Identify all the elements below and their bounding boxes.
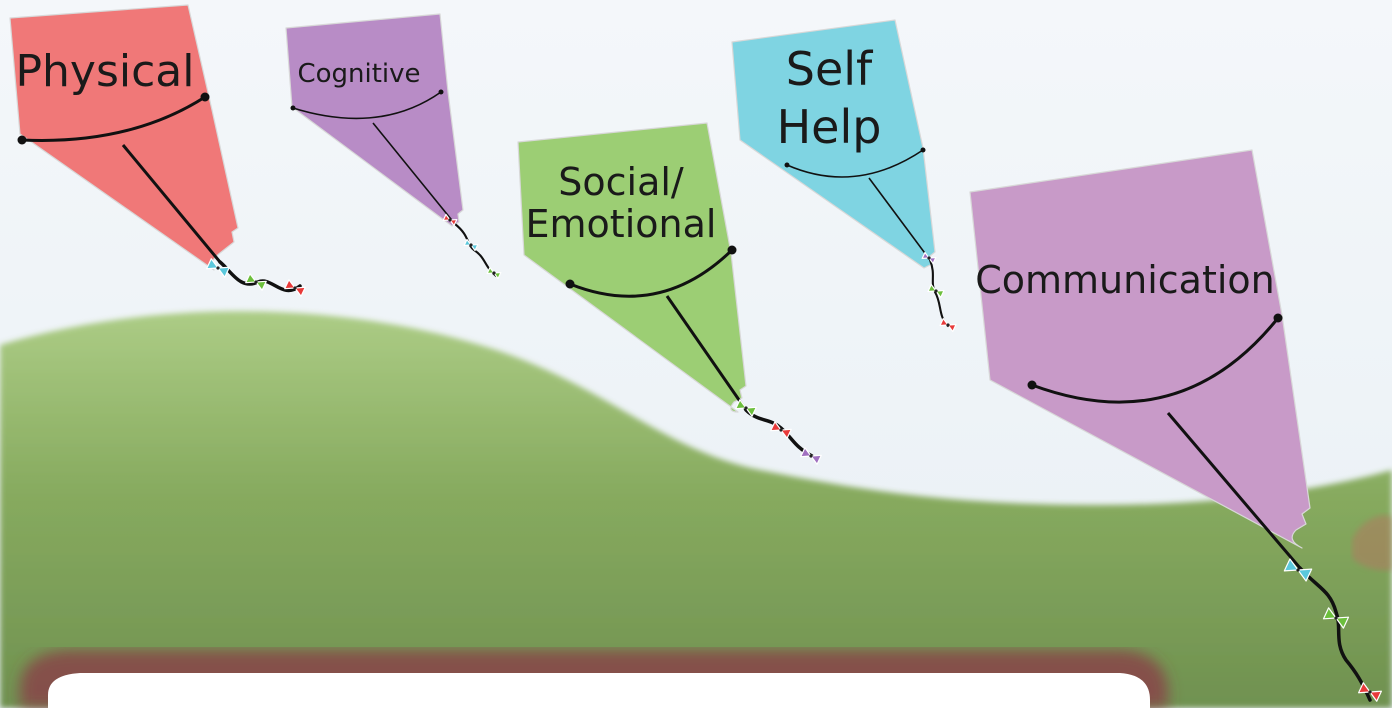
kite-cognitive-tail-bow (463, 238, 479, 252)
kite-social-emotional: Social/Emotional (517, 122, 822, 465)
kite-physical-bridle (20, 95, 207, 142)
kite-cognitive-body (285, 13, 464, 227)
kite-self-help-tail-bow (939, 317, 957, 333)
kite-physical-bridle-dot-left (17, 135, 27, 145)
kite-physical-label-line: Physical (16, 46, 195, 97)
kite-physical-bridle-dot-right (200, 92, 210, 102)
kite-self-help-string (868, 177, 931, 261)
kite-social-emotional-tail (744, 408, 814, 458)
kite-cognitive-bridle-dot-right (438, 89, 444, 95)
kite-communication-tail-bow (1322, 607, 1350, 629)
kite-communication-body (969, 149, 1311, 549)
kite-self-help-body (731, 19, 936, 269)
kite-physical-tail-bow (206, 258, 230, 278)
kite-cognitive-bridle (292, 91, 442, 120)
pointing-hand (1352, 515, 1392, 571)
kite-self-help-bridle (786, 149, 924, 178)
kite-communication-bridle (1030, 316, 1280, 404)
kite-social-emotional-tail-bow (800, 447, 822, 465)
kite-cognitive: Cognitive (285, 13, 502, 280)
kite-physical-tail-bow (245, 273, 267, 291)
kite-communication-string (1166, 412, 1302, 569)
kite-cognitive-tail-bow (486, 266, 502, 280)
kite-self-help-tail-bow (921, 251, 937, 265)
kite-social-emotional-bridle-dot-right (727, 245, 737, 255)
kite-social-emotional-label-line: Emotional (526, 202, 717, 246)
kite-self-help-bridle-dot-right (920, 147, 926, 153)
kite-social-emotional-tail-bow (735, 399, 757, 417)
kite-cognitive-label-line: Cognitive (297, 59, 420, 89)
kite-social-emotional-label: Social/Emotional (526, 160, 717, 246)
kite-cognitive-tail-bow (442, 213, 458, 227)
kite-social-emotional-tail-bow (770, 421, 792, 439)
kite-self-help-label-line: Self (786, 42, 874, 96)
kite-cognitive-string (372, 122, 456, 225)
kite-communication: Communication (969, 149, 1382, 702)
kite-social-emotional-bridle-dot-left (565, 279, 575, 289)
kite-communication-tail-bow (1358, 682, 1382, 702)
sign-board-panel (48, 673, 1150, 708)
kite-physical-tail-bow (284, 279, 306, 297)
kite-communication-tail (1298, 566, 1372, 702)
kite-communication-label: Communication (975, 258, 1275, 302)
kite-communication-tail-bow (1283, 558, 1313, 582)
kite-communication-bridle-dot-left (1027, 380, 1037, 390)
hill-background (0, 311, 1392, 708)
kite-physical-string (121, 144, 222, 263)
kite-self-help-bridle-dot-left (784, 162, 790, 168)
kite-cognitive-bridle-dot-left (290, 105, 296, 111)
kite-communication-bridle-dot-right (1273, 313, 1283, 323)
kite-physical: Physical (9, 4, 306, 297)
kite-self-help-label-line: Help (777, 100, 882, 154)
kite-social-emotional-body (517, 122, 747, 413)
kite-social-emotional-label-line: Social/ (558, 160, 684, 204)
kite-social-emotional-string (665, 295, 748, 411)
kite-cognitive-label: Cognitive (297, 59, 420, 89)
kite-social-emotional-bridle (568, 248, 734, 298)
kite-physical-label: Physical (16, 46, 195, 97)
kite-communication-label-line: Communication (975, 258, 1275, 302)
kite-self-help-tail-bow (927, 283, 945, 299)
